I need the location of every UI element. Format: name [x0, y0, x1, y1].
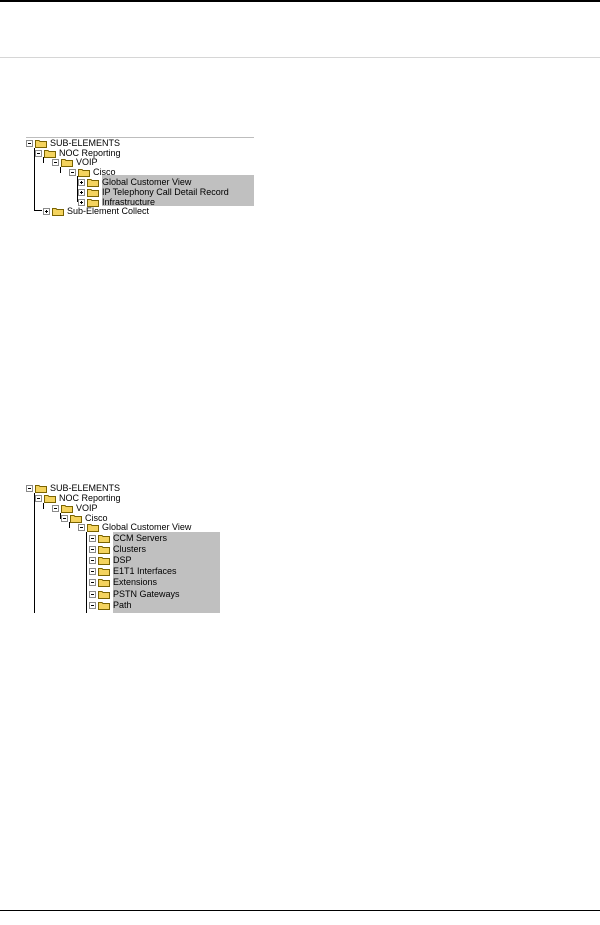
folder-icon — [98, 546, 110, 554]
tree-node-label: Clusters — [113, 544, 147, 554]
folder-icon — [98, 579, 110, 587]
folder-icon — [98, 557, 110, 565]
tree-view-expanded: SUB-ELEMENTS NOC Reporting VOIP Cisco Gl… — [26, 482, 226, 613]
footer-rule — [0, 910, 600, 911]
tree-node-label: VOIP — [76, 157, 98, 167]
tree-connector — [43, 503, 44, 509]
tree-node-label: Extensions — [113, 577, 158, 587]
expand-plus-icon[interactable] — [78, 189, 85, 196]
folder-icon — [98, 602, 110, 610]
tree-node-label: Infrastructure — [102, 197, 156, 207]
tree-node-label: SUB-ELEMENTS — [50, 483, 121, 493]
tree-node-label: NOC Reporting — [59, 493, 121, 503]
tree-node-label: E1T1 Interfaces — [113, 566, 177, 576]
collapse-minus-icon[interactable] — [69, 169, 76, 176]
folder-icon — [61, 505, 73, 513]
folder-icon — [87, 524, 99, 532]
tree-connector — [34, 210, 42, 211]
tree-node-label: CCM Servers — [113, 533, 168, 543]
folder-icon — [87, 179, 99, 187]
collapse-minus-icon[interactable] — [89, 546, 96, 553]
tree-connector — [69, 522, 70, 528]
folder-icon — [52, 208, 64, 216]
folder-icon — [98, 591, 110, 599]
folder-icon — [44, 150, 56, 158]
tree-connector — [60, 167, 61, 173]
expand-plus-icon[interactable] — [78, 199, 85, 206]
folder-icon — [35, 485, 47, 493]
tree-node-label: DSP — [113, 555, 132, 565]
collapse-minus-icon[interactable] — [52, 159, 59, 166]
top-rule — [0, 0, 600, 2]
folder-icon — [98, 535, 110, 543]
expand-plus-icon[interactable] — [43, 208, 50, 215]
collapse-minus-icon[interactable] — [89, 579, 96, 586]
expand-plus-icon[interactable] — [78, 179, 85, 186]
selection-highlight — [113, 532, 220, 613]
tree-connector — [86, 532, 87, 613]
tree-node-label: Global Customer View — [102, 177, 192, 187]
folder-icon — [44, 495, 56, 503]
collapse-minus-icon[interactable] — [89, 591, 96, 598]
tree-node-label: VOIP — [76, 503, 98, 513]
tree-node-label: Global Customer View — [102, 522, 192, 532]
collapse-minus-icon[interactable] — [35, 150, 42, 157]
collapse-minus-icon[interactable] — [61, 515, 68, 522]
collapse-minus-icon[interactable] — [89, 557, 96, 564]
folder-icon — [78, 169, 90, 177]
folder-icon — [70, 515, 82, 523]
selection-highlight — [102, 175, 254, 206]
collapse-minus-icon[interactable] — [89, 602, 96, 609]
tree-node-label: SUB-ELEMENTS — [50, 138, 121, 148]
tree-view-collapsed: SUB-ELEMENTS NOC Reporting VOIP Cisco Gl… — [26, 137, 254, 219]
folder-icon — [87, 199, 99, 207]
header-rule — [0, 57, 600, 58]
tree-node-label: Cisco — [85, 513, 108, 523]
tree-connector — [34, 493, 35, 613]
folder-icon — [61, 159, 73, 167]
collapse-minus-icon[interactable] — [26, 140, 33, 147]
tree-frame-border — [26, 137, 254, 138]
tree-node-label: Path — [113, 600, 132, 610]
collapse-minus-icon[interactable] — [52, 505, 59, 512]
tree-node-label: IP Telephony Call Detail Record — [102, 187, 229, 197]
collapse-minus-icon[interactable] — [78, 524, 85, 531]
tree-connector — [34, 148, 35, 210]
tree-connector — [43, 157, 44, 163]
tree-node-label: Sub-Element Collect — [67, 206, 150, 216]
folder-icon — [35, 140, 47, 148]
collapse-minus-icon[interactable] — [89, 535, 96, 542]
tree-node-label: PSTN Gateways — [113, 589, 180, 599]
collapse-minus-icon[interactable] — [89, 568, 96, 575]
folder-icon — [87, 189, 99, 197]
tree-node-label: NOC Reporting — [59, 148, 121, 158]
collapse-minus-icon[interactable] — [35, 495, 42, 502]
tree-connector — [77, 176, 78, 202]
folder-icon — [98, 568, 110, 576]
collapse-minus-icon[interactable] — [26, 485, 33, 492]
tree-node-label: Cisco — [93, 167, 116, 177]
tree-connector — [60, 513, 61, 519]
